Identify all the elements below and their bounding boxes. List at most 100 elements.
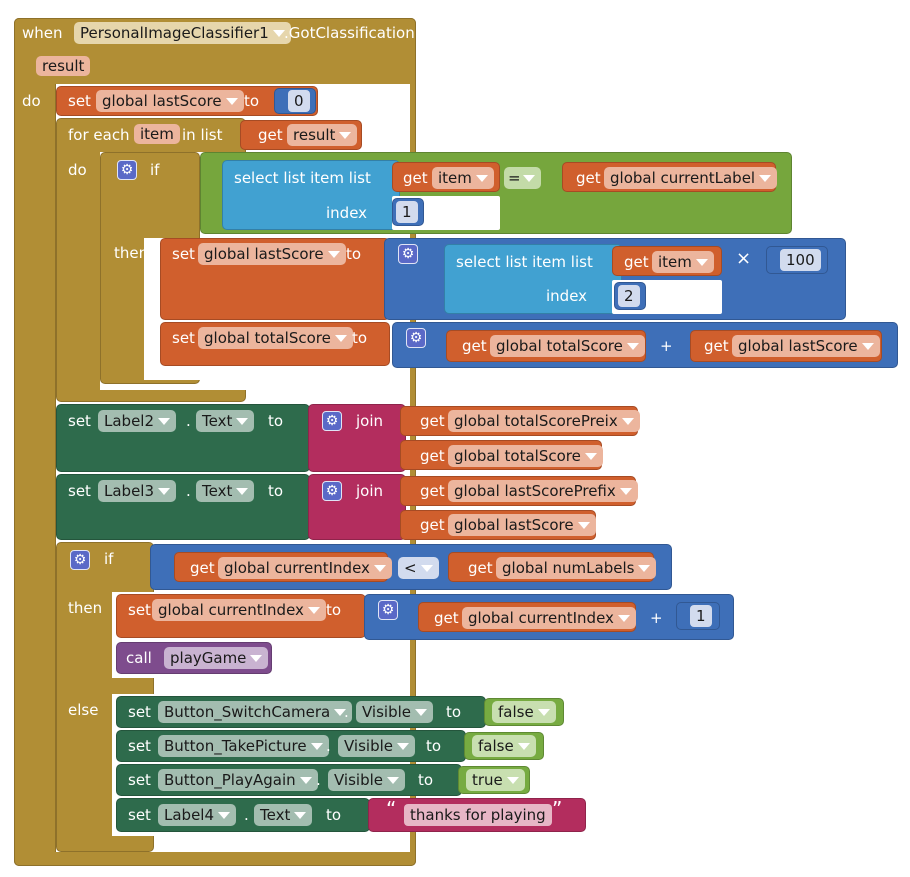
call-keyword: call xyxy=(126,649,152,667)
item-param[interactable]: item xyxy=(134,124,180,144)
set-keyword: set xyxy=(68,412,91,430)
var-dropdown[interactable]: global lastScore xyxy=(198,243,346,265)
get-keyword: get xyxy=(704,337,729,355)
gear-icon[interactable]: ⚙ xyxy=(70,550,90,570)
var-dropdown[interactable]: global lastScore xyxy=(96,90,244,112)
lastscore-dropdown[interactable]: global lastScore xyxy=(732,335,880,357)
currentindex-dropdown[interactable]: global currentIndex xyxy=(462,607,636,629)
then-keyword: then xyxy=(68,599,103,617)
multiply-operator: × xyxy=(736,248,752,269)
get-keyword: get xyxy=(468,559,493,577)
event-footer xyxy=(14,852,416,866)
close-quote: ” xyxy=(552,797,563,821)
dot: . xyxy=(186,412,191,430)
set-keyword: set xyxy=(68,92,91,110)
event-left-spine xyxy=(14,84,56,852)
component-dropdown[interactable]: Button_TakePicture xyxy=(158,735,329,757)
numlabels-dropdown[interactable]: global numLabels xyxy=(496,557,657,579)
number-field[interactable]: 0 xyxy=(288,90,310,112)
to-keyword: to xyxy=(426,737,442,755)
playgame-dropdown[interactable]: playGame xyxy=(164,647,269,669)
gear-icon[interactable]: ⚙ xyxy=(322,411,342,431)
to-keyword: to xyxy=(326,806,342,824)
get-keyword: get xyxy=(190,559,215,577)
then-keyword: then xyxy=(114,244,149,262)
property-dropdown[interactable]: Text xyxy=(196,480,255,502)
index-label: index xyxy=(326,204,368,222)
get-keyword: get xyxy=(420,412,445,430)
boolean-dropdown[interactable]: false xyxy=(492,701,556,723)
to-keyword: to xyxy=(446,703,462,721)
label4-dropdown[interactable]: Label4 xyxy=(158,804,237,826)
totalscorepreix-dropdown[interactable]: global totalScorePreix xyxy=(448,410,640,432)
var-dropdown[interactable]: global totalScore xyxy=(198,327,353,349)
label2-dropdown[interactable]: Label2 xyxy=(98,410,177,432)
set-keyword: set xyxy=(128,806,151,824)
less-than-operator-dropdown[interactable]: < xyxy=(398,557,439,579)
totalscore-dropdown[interactable]: global totalScore xyxy=(448,445,603,467)
increment-number[interactable]: 1 xyxy=(690,605,712,627)
lastscoreprefix-dropdown[interactable]: global lastScorePrefix xyxy=(448,480,638,502)
dot: . xyxy=(316,771,321,789)
currentindex-dropdown[interactable]: global currentIndex xyxy=(218,557,392,579)
get-keyword: get xyxy=(420,516,445,534)
property-dropdown[interactable]: Visible xyxy=(356,701,433,723)
dot: . xyxy=(344,703,349,721)
to-keyword: to xyxy=(268,482,284,500)
get-keyword: get xyxy=(434,609,459,627)
property-dropdown[interactable]: Text xyxy=(254,804,313,826)
label3-dropdown[interactable]: Label3 xyxy=(98,480,177,502)
do-keyword-foreach: do xyxy=(68,161,87,179)
set-keyword: set xyxy=(128,737,151,755)
lastscore-dropdown[interactable]: global lastScore xyxy=(448,514,596,536)
result-dropdown[interactable]: result xyxy=(287,124,358,146)
component-dropdown[interactable]: Button_PlayAgain xyxy=(158,769,318,791)
when-keyword: when xyxy=(22,24,63,42)
boolean-dropdown[interactable]: true xyxy=(466,769,525,791)
current-label-dropdown[interactable]: global currentLabel xyxy=(604,167,778,189)
gear-icon[interactable]: ⚙ xyxy=(406,328,426,348)
event-name: .GotClassification xyxy=(284,24,415,42)
equals-operator-dropdown[interactable]: = xyxy=(504,167,541,189)
item-dropdown[interactable]: item xyxy=(652,251,714,273)
factor-number[interactable]: 100 xyxy=(780,249,821,271)
select-list-item-block-1[interactable] xyxy=(222,160,400,230)
totalscore-dropdown[interactable]: global totalScore xyxy=(490,335,645,357)
set-keyword: set xyxy=(68,482,91,500)
set-keyword: set xyxy=(172,245,195,263)
property-dropdown[interactable]: Visible xyxy=(328,769,405,791)
property-dropdown[interactable]: Visible xyxy=(338,735,415,757)
component-dropdown[interactable]: Button_SwitchCamera xyxy=(158,701,353,723)
to-keyword: to xyxy=(244,92,260,110)
do-keyword: do xyxy=(22,92,41,110)
currentindex-dropdown[interactable]: global currentIndex xyxy=(152,599,326,621)
open-quote: “ xyxy=(386,797,397,821)
to-keyword: to xyxy=(268,412,284,430)
item-dropdown[interactable]: item xyxy=(432,167,494,189)
gear-icon[interactable]: ⚙ xyxy=(378,600,398,620)
gear-icon[interactable]: ⚙ xyxy=(398,244,418,264)
text-string-value[interactable]: thanks for playing xyxy=(404,804,552,826)
select-list-item-label: select list item list xyxy=(234,169,371,187)
gear-icon[interactable]: ⚙ xyxy=(322,481,342,501)
if-keyword: if xyxy=(150,161,160,179)
property-dropdown[interactable]: Text xyxy=(196,410,255,432)
param-result[interactable]: result xyxy=(36,56,91,76)
in-list-keyword: in list xyxy=(182,126,223,144)
boolean-dropdown[interactable]: false xyxy=(472,735,536,757)
index-number-2[interactable]: 2 xyxy=(618,285,640,307)
set-keyword: set xyxy=(128,703,151,721)
get-keyword: get xyxy=(258,126,283,144)
get-keyword: get xyxy=(420,482,445,500)
select-list-item-block-2[interactable] xyxy=(444,244,622,314)
select-list-item-label: select list item list xyxy=(456,253,593,271)
dot: . xyxy=(326,737,331,755)
gear-icon[interactable]: ⚙ xyxy=(117,160,137,180)
set-keyword: set xyxy=(128,771,151,789)
index-number-1[interactable]: 1 xyxy=(396,201,418,223)
component-dropdown[interactable]: PersonalImageClassifier1 xyxy=(74,22,291,44)
if-keyword: if xyxy=(104,550,114,568)
dot: . xyxy=(186,482,191,500)
get-keyword: get xyxy=(624,253,649,271)
plus-operator: + xyxy=(650,609,663,627)
